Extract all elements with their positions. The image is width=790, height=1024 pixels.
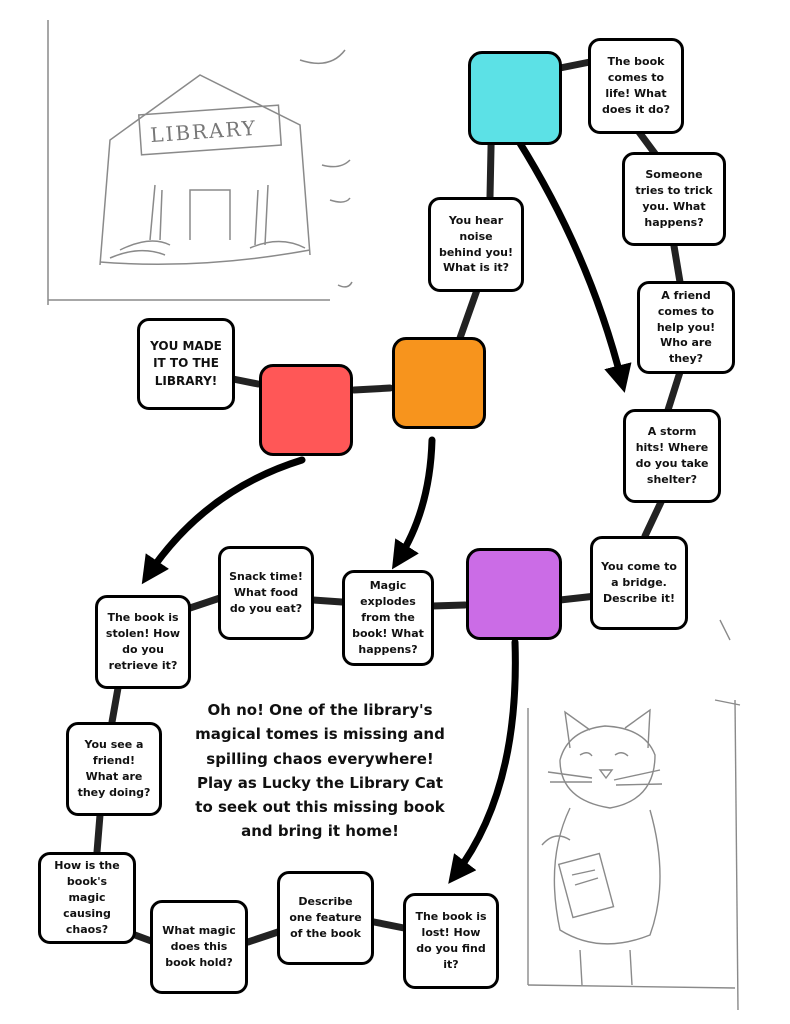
path-connectors xyxy=(93,58,684,949)
space-book-is-lost[interactable]: The book is lost! How do you find it? xyxy=(403,893,499,989)
space-friend-comes-to-help[interactable]: A friend comes to help you! Who are they… xyxy=(637,281,735,374)
start-square-cyan[interactable] xyxy=(468,51,562,145)
intro-text: Oh no! One of the library's magical tome… xyxy=(195,701,445,841)
library-sign-text: LIBRARY xyxy=(149,116,257,147)
space-snack-time[interactable]: Snack time! What food do you eat? xyxy=(218,546,314,640)
space-hear-noise[interactable]: You hear noise behind you! What is it? xyxy=(428,197,524,292)
space-storm-hits[interactable]: A storm hits! Where do you take shelter? xyxy=(623,409,721,503)
space-someone-tries-to-trick[interactable]: Someone tries to trick you. What happens… xyxy=(622,152,726,246)
cat-sketch-icon xyxy=(527,619,741,1011)
space-magic-causing-chaos[interactable]: How is the book's magic causing chaos? xyxy=(38,852,136,944)
space-what-magic[interactable]: What magic does this book hold? xyxy=(150,900,248,994)
space-made-it-finish[interactable]: YOU MADE IT TO THE LIBRARY! xyxy=(137,318,235,410)
library-sketch-icon: LIBRARY xyxy=(47,20,353,305)
space-book-comes-to-life[interactable]: The book comes to life! What does it do? xyxy=(588,38,684,134)
red-square[interactable] xyxy=(259,364,353,456)
shortcut-arrows xyxy=(141,136,632,884)
space-magic-explodes[interactable]: Magic explodes from the book! What happe… xyxy=(342,570,434,666)
orange-square[interactable] xyxy=(392,337,486,429)
space-see-a-friend[interactable]: You see a friend! What are they doing? xyxy=(66,722,162,816)
space-describe-feature[interactable]: Describe one feature of the book xyxy=(277,871,374,965)
purple-square[interactable] xyxy=(466,548,562,640)
space-come-to-bridge[interactable]: You come to a bridge. Describe it! xyxy=(590,536,688,630)
space-book-is-stolen[interactable]: The book is stolen! How do you retrieve … xyxy=(95,595,191,689)
